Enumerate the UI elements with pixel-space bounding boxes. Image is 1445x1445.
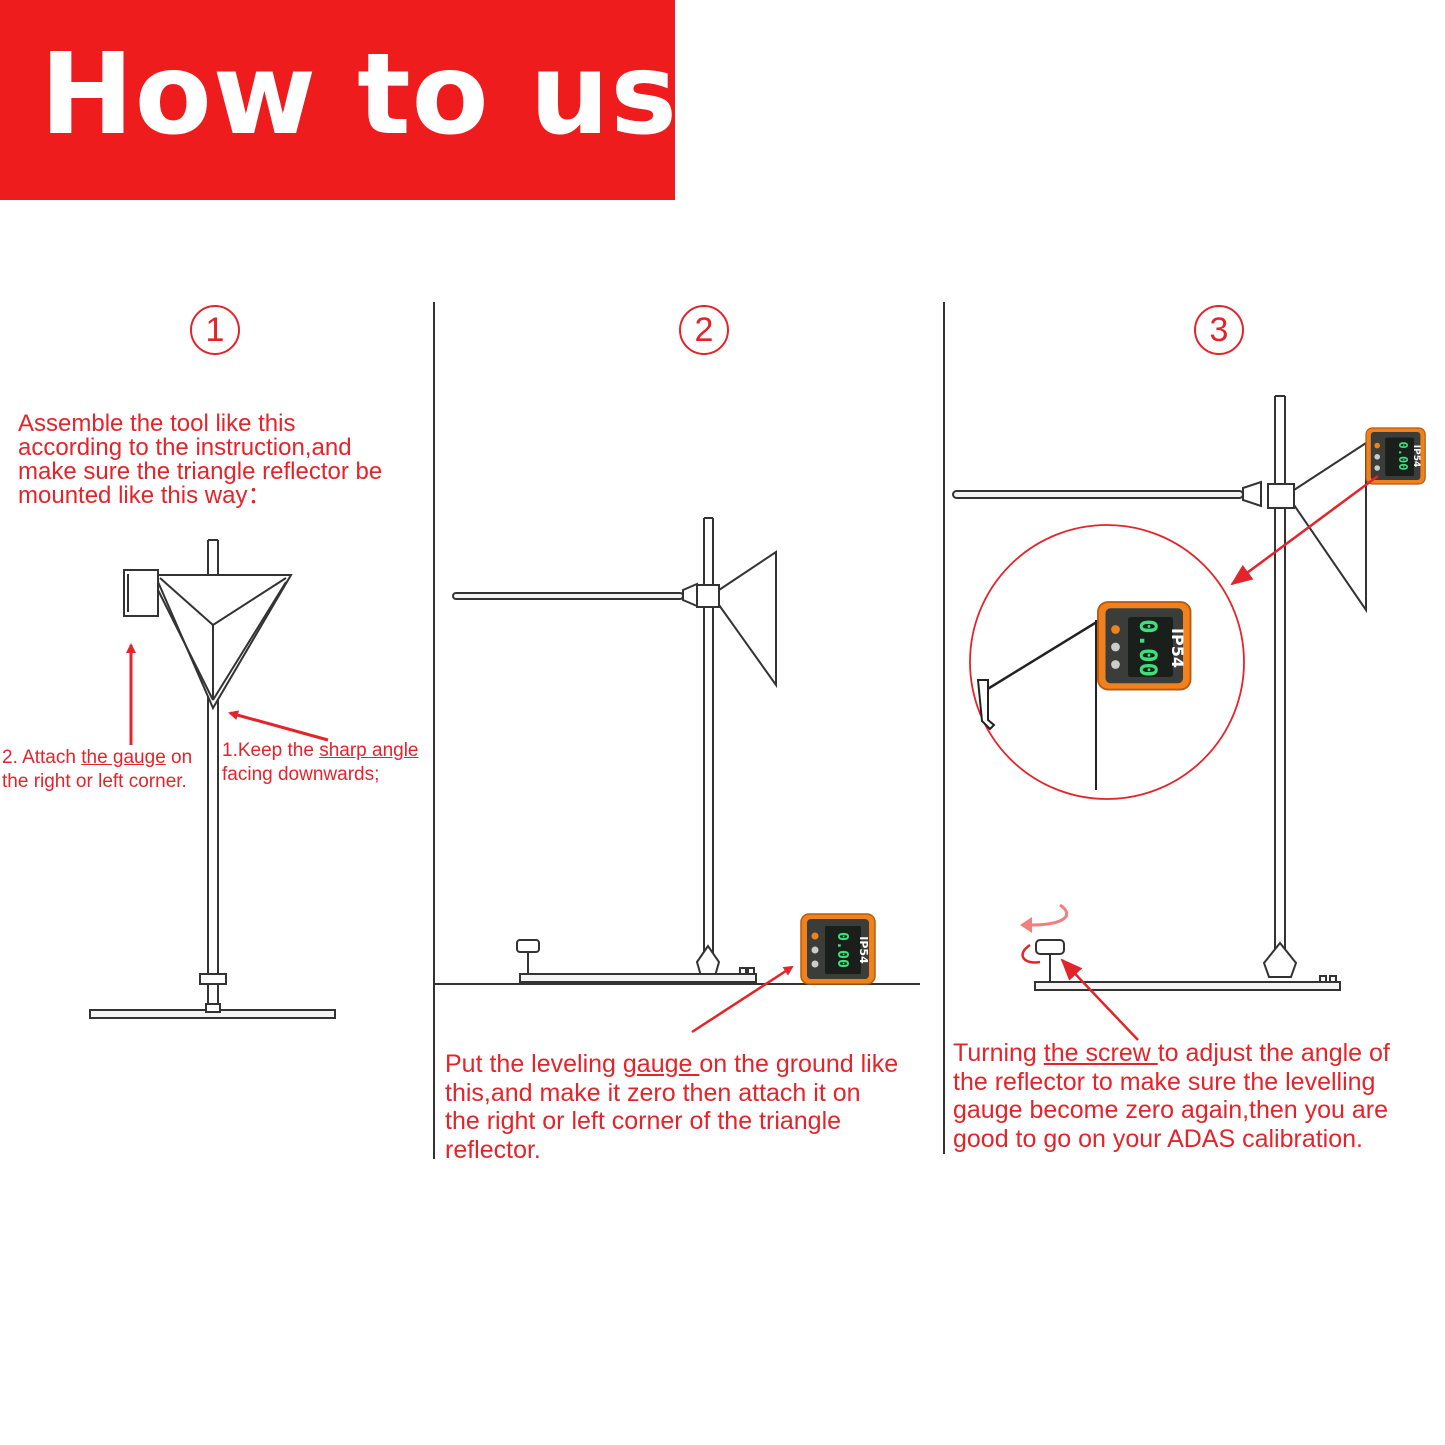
step-3-magnified-gauge-label: IP54 [1168, 628, 1187, 668]
column-divider-1 [433, 302, 435, 1159]
step-3-pointer-arrow [1230, 474, 1379, 586]
step-3-number: 3 [1194, 305, 1244, 355]
step-2-number: 2 [679, 305, 729, 355]
step-2-gauge-reading: 0.00 [834, 932, 852, 968]
step-3-caption: Turning the screw to adjust the angle of… [953, 1039, 1390, 1153]
step-1-intro-line: according to the instruction,and [18, 434, 352, 461]
rotate-lower-arc-icon [1021, 943, 1041, 964]
banner-title: How to use [40, 30, 755, 160]
rotate-screw-icon [1029, 903, 1069, 927]
step-1-angle-arrow [228, 710, 329, 742]
step-1-intro-line: make sure the triangle reflector be [18, 458, 383, 485]
step-3-magnifier [969, 524, 1245, 800]
step-1-intro: Assemble the tool like this according to… [18, 412, 382, 508]
step-3-top-gauge-label: IP54 [1411, 445, 1421, 467]
column-divider-2 [943, 302, 945, 1154]
step-2-arrow [691, 965, 794, 1034]
step-1-intro-line: mounted like this way： [18, 482, 272, 509]
step-2-gauge-label: IP54 [857, 936, 870, 964]
rotate-arrowhead-icon [1020, 917, 1032, 933]
step-1-attach-gauge-note: 2. Attach the gauge on the right or left… [2, 747, 193, 792]
step-1-sharp-angle-note: 1.Keep the sharp angle facing downwards; [222, 740, 419, 785]
step-3-magnified-gauge-reading: 0.00 [1134, 619, 1162, 677]
step-1-number: 1 [190, 305, 240, 355]
step-1-stand-illustration [89, 539, 336, 1019]
step-2-caption: Put the leveling gauge on the ground lik… [445, 1050, 899, 1164]
step-3-screw-arrow [1060, 958, 1139, 1041]
how-to-use-banner: How to use [0, 0, 754, 200]
step-1-intro-line: Assemble the tool like this [18, 410, 296, 437]
step-3-top-gauge-reading: 0.00 [1396, 442, 1410, 471]
step-2-stand-illustration [433, 517, 920, 985]
step-3-stand-illustration [952, 395, 1367, 991]
